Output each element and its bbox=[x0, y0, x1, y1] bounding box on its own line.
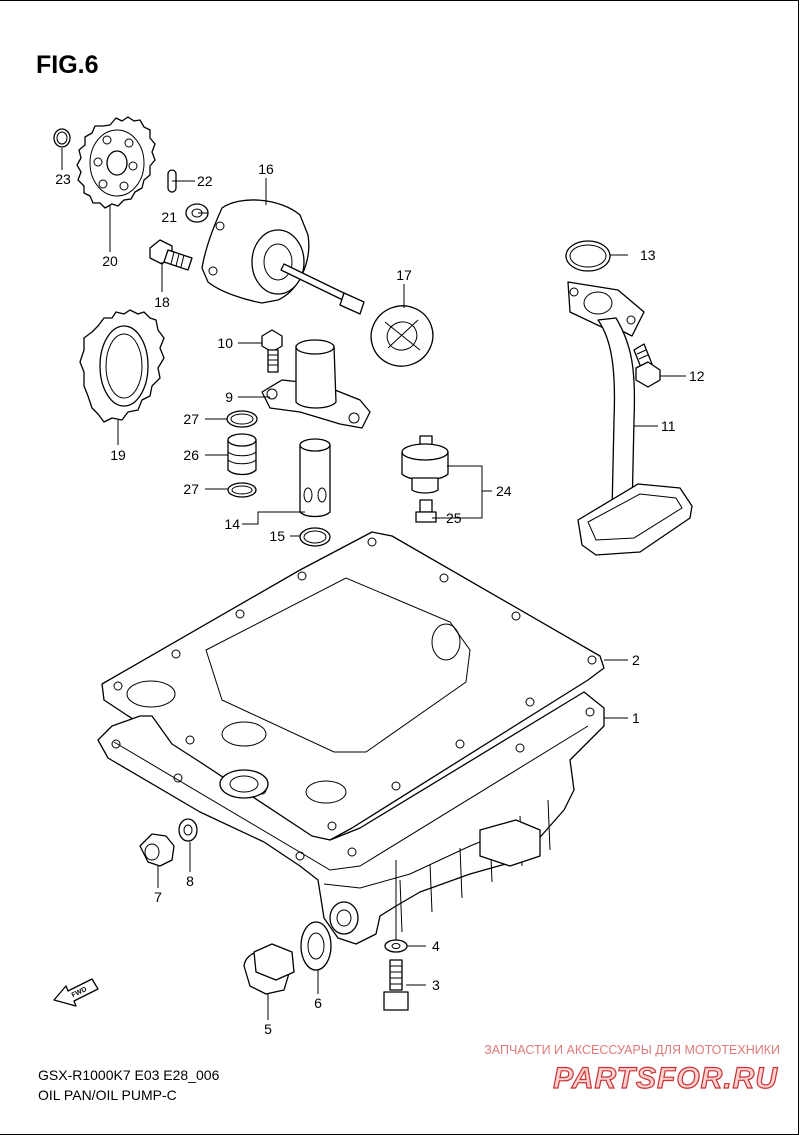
part-5-drain-plug[interactable] bbox=[243, 943, 295, 995]
part-17-oil-strainer[interactable] bbox=[363, 297, 442, 375]
watermark-tagline: ЗАПЧАСТИ И АКСЕССУАРЫ ДЛЯ МОТОТЕХНИКИ bbox=[484, 1043, 780, 1057]
callout-22[interactable]: 22 bbox=[197, 173, 213, 189]
callout-4[interactable]: 4 bbox=[432, 938, 440, 954]
callout-26[interactable]: 26 bbox=[183, 447, 199, 463]
callout-16[interactable]: 16 bbox=[258, 161, 274, 177]
callout-18[interactable]: 18 bbox=[154, 294, 170, 310]
watermark-brand: PARTSFOR.RU bbox=[553, 1062, 778, 1095]
part-24-oil-pressure-switch[interactable] bbox=[401, 435, 449, 494]
caption-code: GSX-R1000K7 E03 E28_006 bbox=[38, 1067, 220, 1083]
part-20-sprocket[interactable] bbox=[76, 116, 156, 209]
fwd-arrow-icon: FWD bbox=[53, 978, 99, 1007]
callout-23[interactable]: 23 bbox=[55, 171, 71, 187]
figure-title: FIG.6 bbox=[36, 51, 99, 79]
part-callouts: 23 22 21 16 20 18 17 13 12 11 10 9 27 26… bbox=[55, 161, 705, 1037]
callout-5[interactable]: 5 bbox=[264, 1021, 272, 1037]
callout-9[interactable]: 9 bbox=[225, 389, 233, 405]
callout-7[interactable]: 7 bbox=[154, 889, 162, 905]
callout-8[interactable]: 8 bbox=[186, 873, 194, 889]
part-1-oil-pan[interactable] bbox=[97, 691, 605, 945]
part-11-oil-pipe[interactable] bbox=[567, 281, 693, 556]
callout-24[interactable]: 24 bbox=[496, 483, 512, 499]
caption-title: OIL PAN/OIL PUMP-C bbox=[38, 1087, 177, 1103]
callout-27-lower[interactable]: 27 bbox=[183, 481, 199, 497]
callout-19[interactable]: 19 bbox=[110, 447, 126, 463]
part-19-gear[interactable] bbox=[79, 309, 165, 423]
callout-2[interactable]: 2 bbox=[632, 652, 640, 668]
part-18-bolt[interactable] bbox=[149, 239, 193, 271]
part-6-gasket[interactable] bbox=[300, 921, 332, 971]
callout-27-upper[interactable]: 27 bbox=[183, 411, 199, 427]
callout-6[interactable]: 6 bbox=[314, 995, 322, 1011]
part-21-washer[interactable] bbox=[185, 203, 209, 223]
part-15-o-ring[interactable] bbox=[299, 527, 331, 547]
part-13-o-ring[interactable] bbox=[565, 240, 611, 272]
part-8-gasket[interactable] bbox=[178, 818, 198, 842]
leader-lines bbox=[61, 148, 686, 1020]
part-3-bolt[interactable] bbox=[383, 959, 409, 1011]
callout-11[interactable]: 11 bbox=[661, 418, 676, 434]
part-27-o-ring-lower[interactable] bbox=[227, 482, 257, 498]
part-9-housing[interactable] bbox=[261, 339, 371, 429]
part-12-bolt[interactable] bbox=[633, 343, 661, 388]
callout-3[interactable]: 3 bbox=[432, 977, 440, 993]
callout-17[interactable]: 17 bbox=[396, 267, 412, 283]
callout-25[interactable]: 25 bbox=[446, 510, 462, 526]
part-14-relief-valve[interactable] bbox=[299, 438, 331, 518]
part-7-drain-plug[interactable] bbox=[139, 833, 175, 867]
callout-14[interactable]: 14 bbox=[224, 516, 240, 532]
part-4-washer[interactable] bbox=[384, 939, 408, 953]
part-26-plug[interactable] bbox=[227, 433, 257, 476]
part-16-oil-pump[interactable] bbox=[201, 199, 365, 315]
callout-10[interactable]: 10 bbox=[217, 335, 233, 351]
callout-12[interactable]: 12 bbox=[689, 368, 705, 384]
callout-13[interactable]: 13 bbox=[640, 247, 656, 263]
part-27-o-ring-upper[interactable] bbox=[226, 410, 258, 428]
part-10-bolt[interactable] bbox=[261, 329, 283, 373]
callout-20[interactable]: 20 bbox=[102, 253, 118, 269]
callout-15[interactable]: 15 bbox=[269, 528, 285, 544]
callout-1[interactable]: 1 bbox=[632, 710, 640, 726]
part-25-screw[interactable] bbox=[415, 499, 437, 523]
part-23-circlip[interactable] bbox=[53, 128, 71, 148]
callout-21[interactable]: 21 bbox=[161, 209, 177, 225]
